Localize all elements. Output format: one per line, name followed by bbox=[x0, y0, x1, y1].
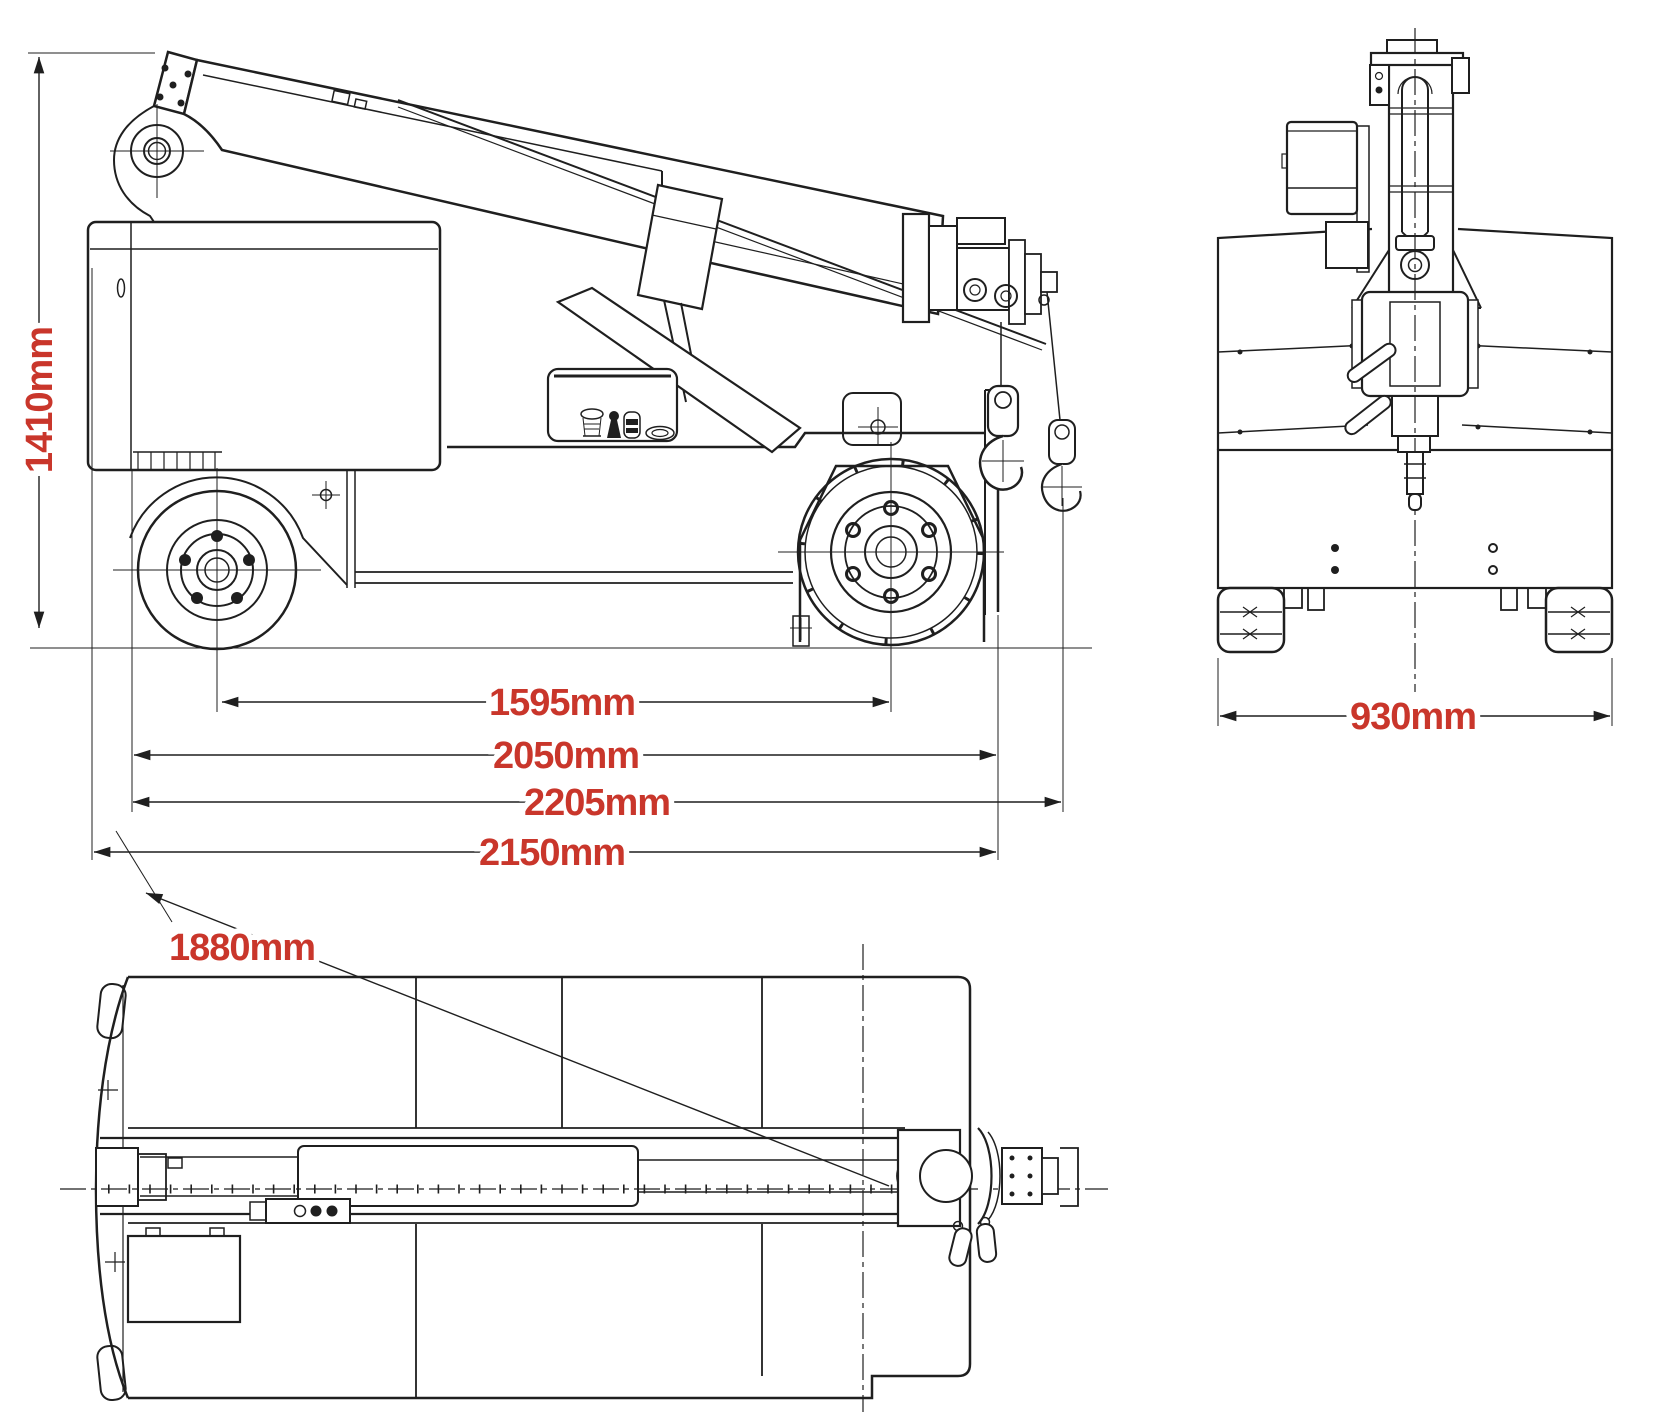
dim-label-width: 930mm bbox=[1350, 696, 1476, 738]
dim-label-2150: 2150mm bbox=[479, 832, 625, 874]
dim-length-2205: 2205mm bbox=[132, 498, 1064, 830]
front-view: 930mm bbox=[1216, 28, 1614, 744]
dim-length-2150: 2150mm bbox=[91, 268, 997, 880]
boom-head bbox=[901, 212, 1061, 421]
dim-width-930: 930mm bbox=[1217, 658, 1613, 744]
dim-wheelbase-1595: 1595mm bbox=[216, 560, 892, 730]
top-boom-head bbox=[896, 1127, 1079, 1267]
dim-height-1410: 1410mm bbox=[14, 52, 155, 629]
top-boom bbox=[95, 1127, 920, 1224]
top-battery-box bbox=[126, 1227, 242, 1324]
front-hook-shaft bbox=[1404, 451, 1426, 511]
control-knob-icons bbox=[580, 408, 675, 441]
dim-label-height: 1410mm bbox=[19, 327, 61, 473]
front-lower-column bbox=[1391, 395, 1439, 453]
dim-diagonal-1880: 1880mm bbox=[115, 830, 890, 1187]
hook-rear bbox=[1040, 419, 1082, 512]
front-left-foot bbox=[1216, 586, 1303, 654]
dim-label-wheelbase: 1595mm bbox=[489, 682, 635, 724]
dim-label-2205: 2205mm bbox=[524, 782, 670, 824]
boom-pivot bbox=[112, 50, 199, 223]
side-view: 1410mm 1595mm 2050mm 2205mm 2150mm bbox=[14, 50, 1092, 880]
top-view: 1880mm bbox=[60, 830, 1108, 1412]
top-hook-handles bbox=[948, 1216, 998, 1267]
boom-support-arm bbox=[555, 286, 802, 454]
hook-front bbox=[978, 384, 1024, 491]
front-control-box bbox=[1281, 120, 1370, 273]
side-control-panel bbox=[546, 367, 679, 443]
top-valve-block bbox=[249, 1198, 351, 1224]
dim-length-2050: 2050mm bbox=[131, 470, 999, 860]
dim-label-diagonal: 1880mm bbox=[169, 927, 315, 969]
side-front-axle-bracket bbox=[129, 451, 356, 588]
front-control-levers bbox=[1344, 342, 1397, 436]
front-right-foot bbox=[1527, 586, 1614, 654]
dim-label-2050: 2050mm bbox=[493, 735, 639, 777]
front-boom-column bbox=[1351, 39, 1482, 309]
lift-cylinder bbox=[636, 183, 724, 403]
side-body-box bbox=[86, 220, 442, 472]
